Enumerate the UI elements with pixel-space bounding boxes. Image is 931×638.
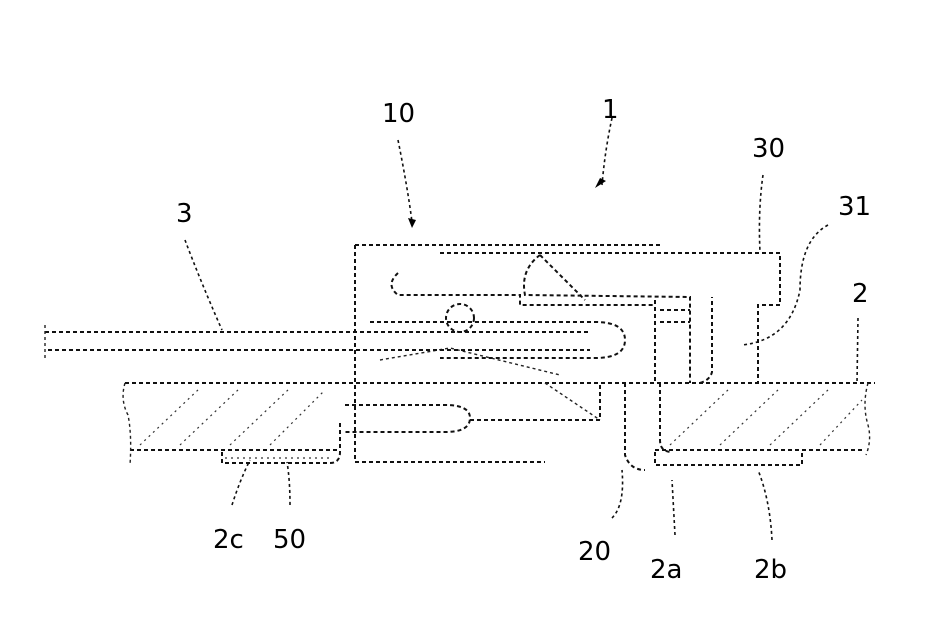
pad-2b bbox=[655, 452, 802, 465]
housing-top-right bbox=[440, 253, 780, 383]
label-31: 31 bbox=[838, 192, 871, 222]
leader-2a bbox=[672, 480, 675, 535]
contact-bead bbox=[446, 304, 474, 332]
leader-31 bbox=[742, 225, 828, 345]
contact-spring bbox=[380, 348, 560, 375]
housing-31-corner bbox=[700, 297, 712, 383]
contact-loop bbox=[370, 322, 625, 358]
label-10: 10 bbox=[382, 99, 415, 129]
board-hatch-left bbox=[140, 388, 325, 445]
board-break-left bbox=[123, 383, 131, 465]
label-3: 3 bbox=[176, 199, 193, 229]
contact-upper-arm bbox=[392, 273, 656, 305]
label-2a: 2a bbox=[650, 555, 682, 585]
through-hole-2a bbox=[625, 383, 645, 470]
leader-3 bbox=[185, 240, 222, 330]
board-break-right bbox=[865, 383, 870, 455]
label-30: 30 bbox=[752, 134, 785, 164]
housing-30 bbox=[355, 245, 780, 462]
pad-2c bbox=[222, 420, 340, 463]
leader-2c bbox=[232, 460, 250, 505]
housing-tab bbox=[540, 255, 585, 300]
through-hole-edge bbox=[660, 383, 672, 452]
contact-20 bbox=[345, 273, 690, 432]
label-1: 1 bbox=[602, 95, 619, 125]
label-50: 50 bbox=[273, 525, 306, 555]
housing-inner-step bbox=[524, 255, 690, 383]
board-2 bbox=[123, 383, 875, 470]
leader-2b bbox=[758, 470, 772, 540]
leader-10 bbox=[398, 140, 412, 222]
lower-contact bbox=[345, 405, 470, 432]
leader-2 bbox=[857, 318, 858, 383]
arrow-1-head bbox=[595, 178, 606, 188]
leader-30 bbox=[759, 175, 763, 252]
label-2: 2 bbox=[852, 279, 869, 309]
lower-contact-rail bbox=[470, 383, 600, 420]
board-hatch-right bbox=[670, 388, 862, 445]
leader-50 bbox=[287, 462, 290, 505]
label-2b: 2b bbox=[754, 555, 787, 585]
pad-outline bbox=[222, 420, 340, 463]
label-20: 20 bbox=[578, 537, 611, 567]
lower-diagonal bbox=[545, 383, 600, 420]
label-2c: 2c bbox=[213, 525, 244, 555]
cable-3 bbox=[45, 325, 590, 360]
arrow-10-head bbox=[408, 218, 416, 228]
leader-1 bbox=[602, 118, 612, 185]
leader-20 bbox=[612, 470, 623, 518]
